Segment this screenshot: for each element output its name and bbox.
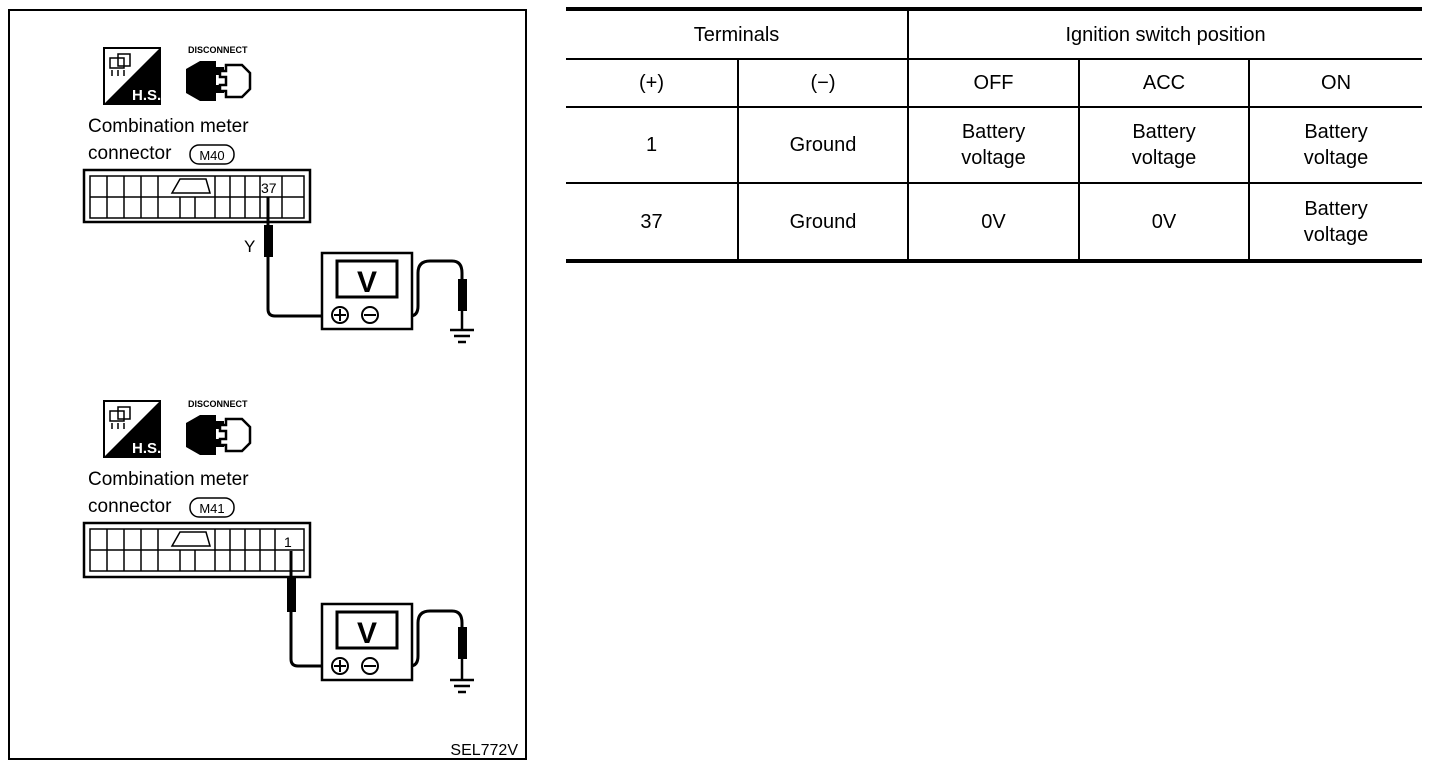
disconnect-icon — [184, 413, 252, 457]
pin-label: 37 — [261, 180, 277, 196]
figure-code: SEL772V — [450, 742, 518, 759]
cell-acc: 0V — [1078, 182, 1251, 263]
pin-label: 1 — [284, 534, 292, 550]
ground-probe — [458, 627, 467, 659]
cell-on-value: Battery voltage — [1303, 197, 1369, 246]
hs-harness-icon: H.S. — [103, 400, 161, 458]
cell-terminal-plus: 37 — [566, 182, 739, 263]
ground-symbol — [448, 328, 476, 344]
voltage-spec-table-wrap: Terminals Ignition switch position (+) (… — [566, 7, 1423, 263]
hs-label: H.S. — [132, 87, 161, 104]
meter-v-label: V — [357, 617, 377, 650]
connector-label-line1: Combination meter — [88, 116, 249, 137]
subheader-on: ON — [1248, 58, 1423, 108]
cell-terminal-plus: 1 — [566, 106, 739, 184]
probe-tip — [264, 225, 273, 257]
probe-wire — [289, 551, 464, 668]
cell-off-value: Battery voltage — [961, 121, 1026, 169]
header-ignition-switch: Ignition switch position — [907, 7, 1423, 60]
diagram-panel: H.S. DISCONNECT Combination meter connec… — [8, 9, 527, 760]
lower-diagram: H.S. DISCONNECT Combination meter connec… — [82, 399, 476, 694]
disconnect-icon — [184, 59, 252, 103]
voltmeter: V — [320, 251, 414, 331]
cell-on-value: Battery voltage — [1303, 121, 1369, 169]
cell-on: Battery voltage — [1248, 182, 1423, 263]
hs-label: H.S. — [132, 440, 161, 457]
cell-on: Battery voltage — [1248, 106, 1423, 184]
probe-wire — [266, 197, 464, 318]
wire-color-label: Y — [244, 237, 255, 256]
subheader-plus: (+) — [566, 58, 739, 108]
voltmeter: V — [320, 602, 414, 682]
connector-label-line1: Combination meter — [88, 469, 249, 490]
cell-acc: Battery voltage — [1078, 106, 1251, 184]
connector-id-badge: M41 — [199, 501, 224, 516]
probe-tip — [287, 578, 296, 612]
connector-label-line2: connector — [88, 496, 172, 517]
meter-v-label: V — [357, 266, 377, 299]
disconnect-label: DISCONNECT — [188, 45, 248, 55]
subheader-off: OFF — [907, 58, 1081, 108]
cell-acc-value: Battery voltage — [1131, 121, 1197, 169]
upper-diagram: H.S. DISCONNECT Combination meter connec… — [82, 45, 476, 344]
connector-id-badge: M40 — [199, 148, 224, 163]
hs-harness-icon: H.S. — [103, 47, 161, 105]
table-row: 37 Ground 0V 0V Battery voltage — [566, 182, 1423, 263]
table-subheader-row: (+) (−) OFF ACC ON — [566, 58, 1423, 108]
cell-terminal-minus: Ground — [736, 106, 910, 184]
ground-symbol — [448, 678, 476, 694]
cell-terminal-minus: Ground — [736, 182, 910, 263]
cell-off: Battery voltage — [907, 106, 1081, 184]
subheader-acc: ACC — [1078, 58, 1251, 108]
disconnect-label: DISCONNECT — [188, 399, 248, 409]
connector-face — [82, 168, 312, 224]
voltage-spec-table: Terminals Ignition switch position (+) (… — [566, 7, 1423, 263]
connector-label-line2: connector — [88, 143, 172, 164]
diagram-svg: H.S. DISCONNECT Combination meter connec… — [82, 45, 518, 759]
table-row: 1 Ground Battery voltage Battery voltage… — [566, 106, 1423, 184]
connector-face — [82, 521, 312, 579]
header-terminals: Terminals — [566, 7, 910, 60]
subheader-minus: (−) — [736, 58, 910, 108]
ground-probe — [458, 279, 467, 311]
table-header-row: Terminals Ignition switch position — [566, 7, 1423, 60]
cell-off: 0V — [907, 182, 1081, 263]
